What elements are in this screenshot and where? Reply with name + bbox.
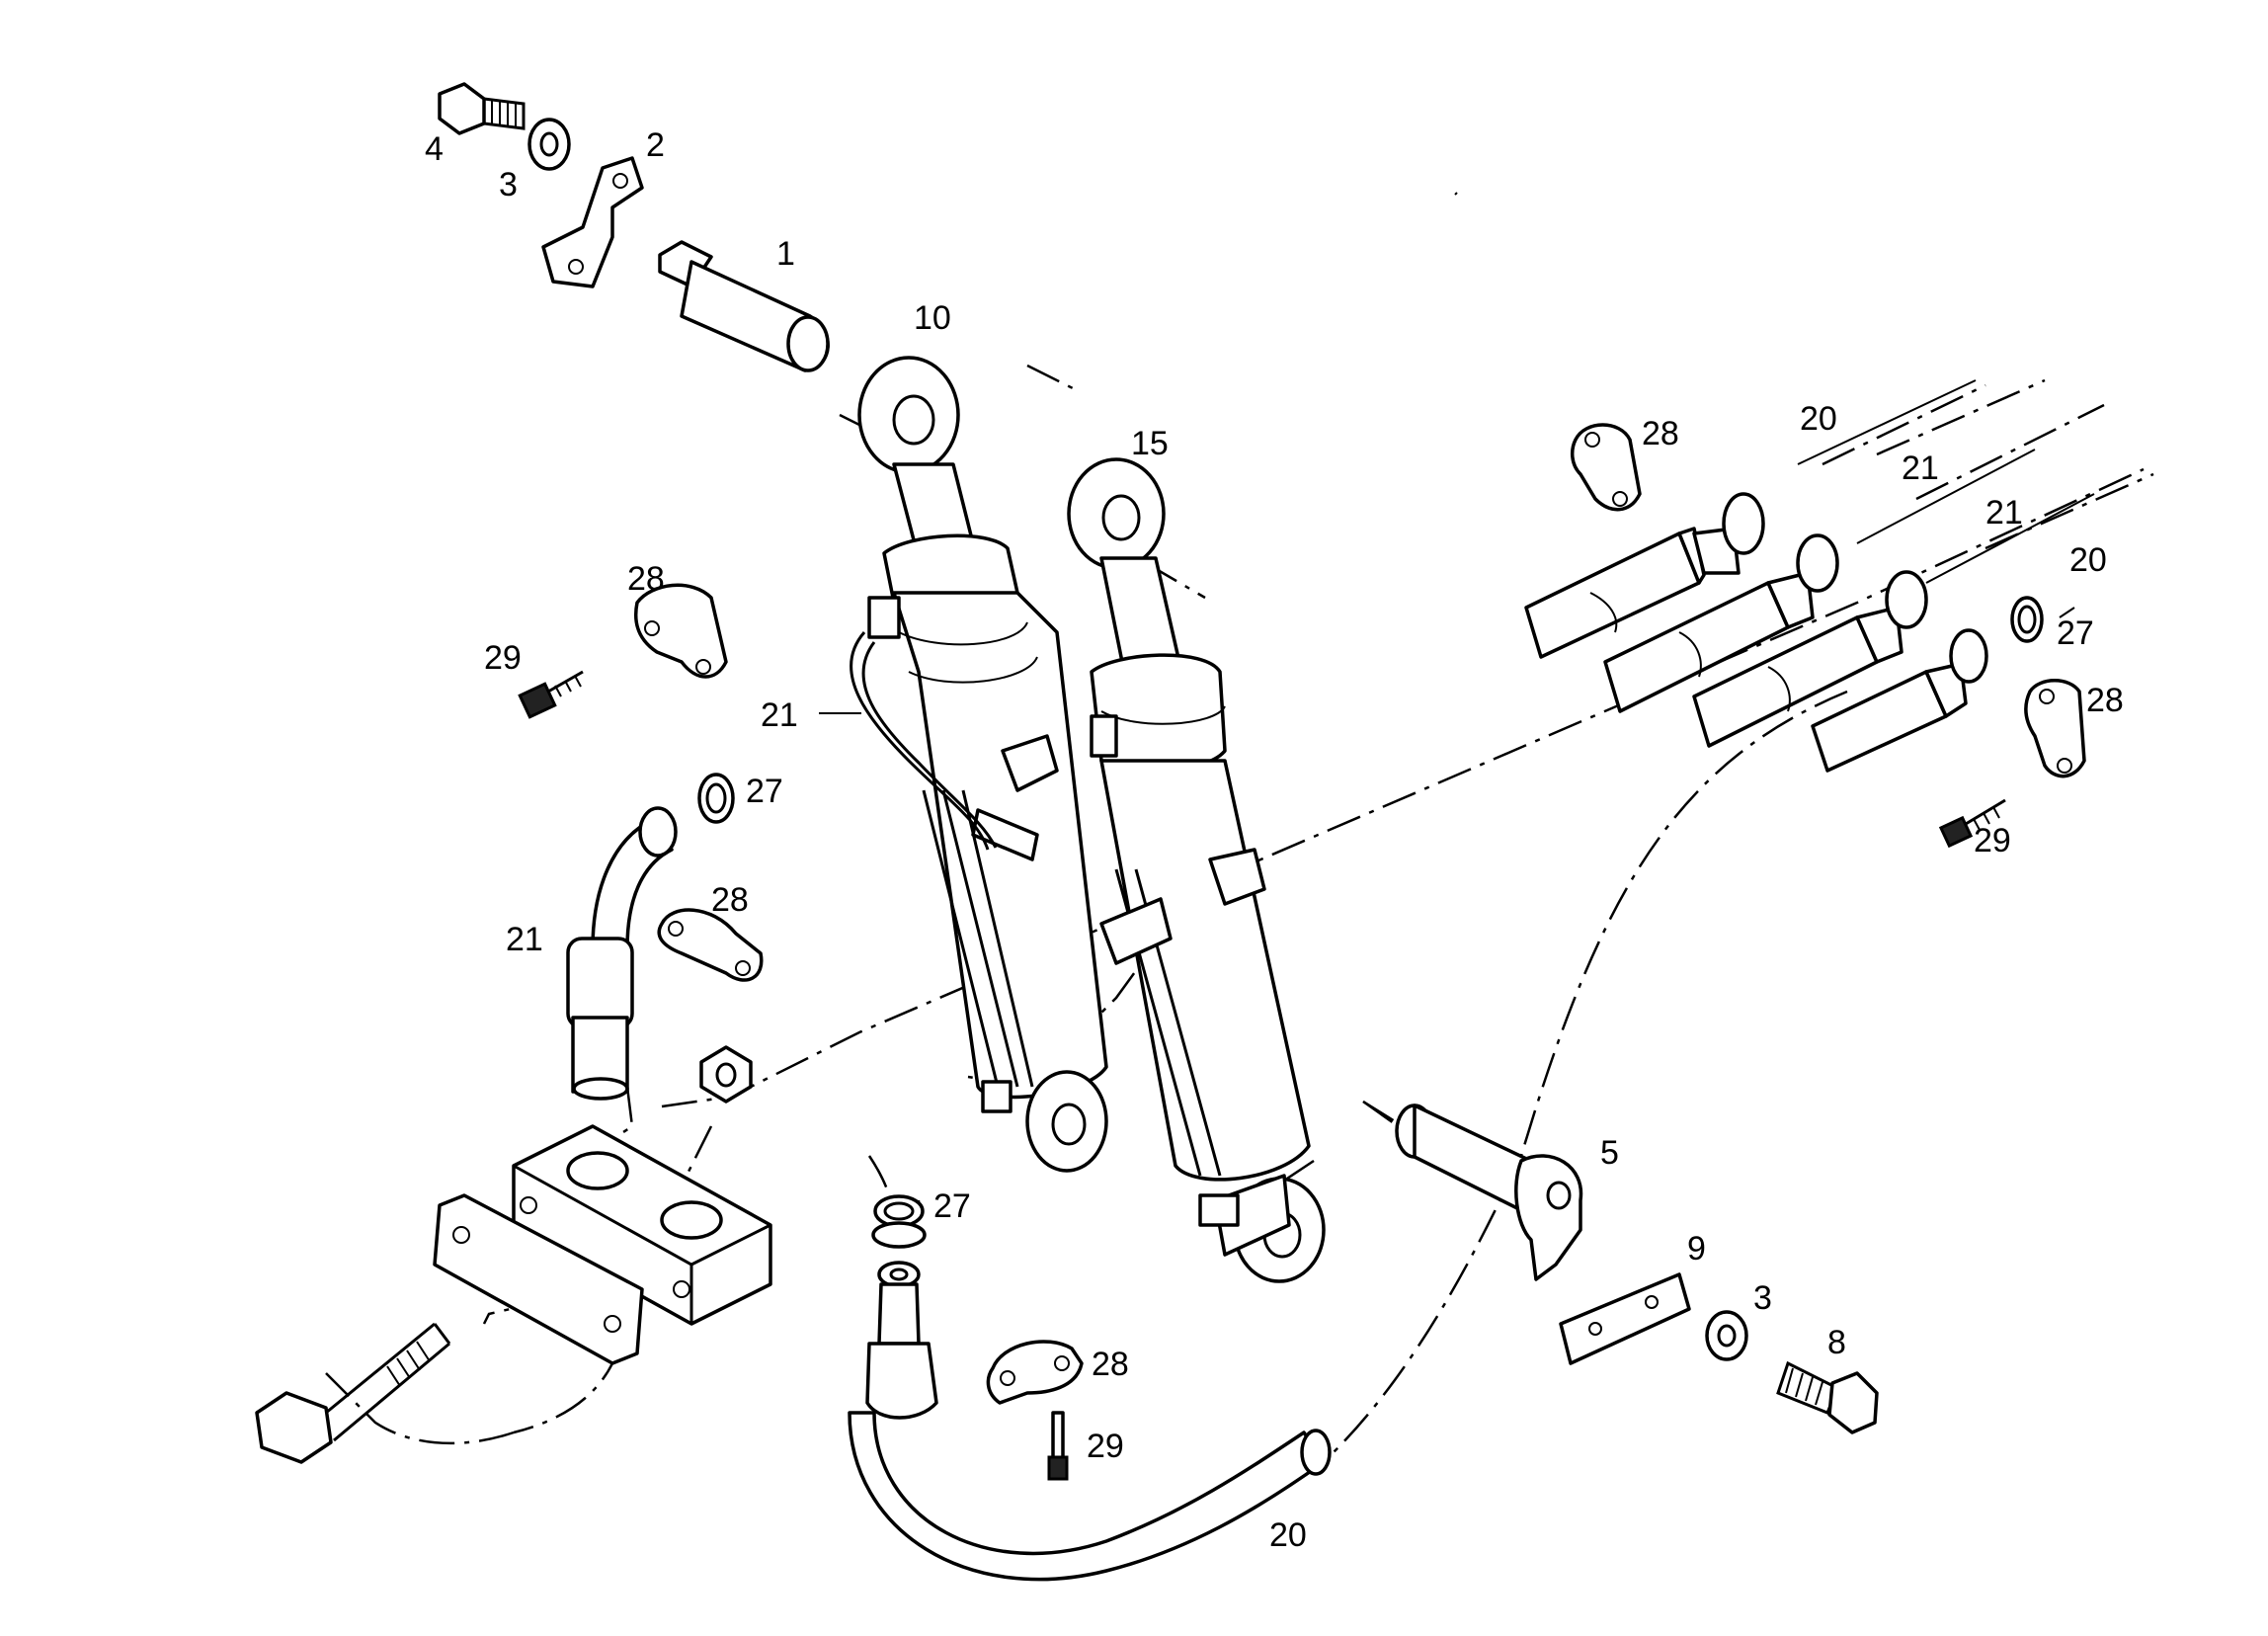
half-clamp-28-right-lower	[2024, 679, 2086, 778]
washer-3-bottom	[1705, 1310, 1748, 1361]
screw-29-right	[1938, 798, 2006, 849]
callout-28-right-top: 28	[1642, 415, 1679, 452]
seal-ring-27-right	[2010, 596, 2044, 643]
clamp-bar	[433, 1193, 644, 1365]
half-clamp-28-bottom	[986, 1340, 1084, 1405]
callout-10: 10	[914, 299, 951, 337]
callout-27-left: 27	[746, 773, 783, 810]
leader-lines	[1454, 192, 1458, 196]
half-clamp-28-left-mid	[657, 908, 764, 982]
screw-29-left-upper	[518, 670, 584, 719]
callout-29-left-upper: 29	[484, 639, 522, 677]
pin-5	[1395, 1104, 1583, 1281]
half-clamp-28-right-top	[1570, 423, 1642, 512]
bolt-8	[1776, 1360, 1879, 1434]
callout-1: 1	[776, 235, 795, 273]
bolt-4	[438, 82, 526, 135]
hydraulic-cylinder-15	[1067, 457, 1326, 1283]
callout-28-left-mid: 28	[711, 881, 749, 919]
plate-9	[1559, 1272, 1691, 1365]
part-callouts: 4 3 2 1 10 15 28 20 21 21 20 27 28 29 28…	[425, 126, 2124, 1554]
callout-15: 15	[1131, 425, 1169, 462]
callout-28-left-upper: 28	[627, 560, 665, 598]
hose-20-right-upper	[1524, 492, 1765, 659]
callout-29-right: 29	[1974, 822, 2011, 859]
washer-3-top	[527, 118, 571, 171]
callout-21-right-a: 21	[1902, 450, 1939, 487]
callout-27-right: 27	[2057, 614, 2094, 652]
long-bolt	[255, 1322, 451, 1464]
callout-20-right-upper: 20	[1800, 400, 1837, 438]
hose-21-cylinder	[819, 631, 998, 851]
hex-nut	[699, 1045, 753, 1104]
callout-21-right-b: 21	[1985, 494, 2023, 532]
pin-1	[658, 240, 830, 372]
clamp-plate-2	[541, 156, 644, 288]
half-clamp-28-left-upper	[634, 583, 728, 679]
hydraulic-cylinder-10	[857, 356, 1108, 1173]
callout-21-cylinder: 21	[761, 696, 798, 734]
callout-8: 8	[1827, 1324, 1846, 1361]
hose-20-bottom	[848, 1194, 1332, 1582]
hose-20-right-lower	[1811, 628, 1988, 773]
seal-ring-27-bottom	[871, 1221, 927, 1249]
callout-4: 4	[425, 130, 444, 168]
callout-5: 5	[1600, 1134, 1619, 1172]
hose-21-elbow-left	[566, 806, 678, 1101]
seal-ring-27-left	[697, 773, 735, 824]
callout-20-right-lower: 20	[2069, 541, 2107, 579]
callout-28-right-lower: 28	[2086, 682, 2124, 719]
callout-2: 2	[646, 126, 665, 164]
callout-28-bottom: 28	[1092, 1346, 1129, 1383]
hose-21-right-b	[1692, 570, 1928, 748]
callout-3-top: 3	[499, 166, 518, 204]
callout-20-bottom: 20	[1269, 1516, 1307, 1554]
hose-21-right-a	[1603, 533, 1839, 713]
screw-29-bottom	[1047, 1411, 1069, 1481]
callout-27-bottom: 27	[933, 1187, 971, 1225]
callout-3-bottom: 3	[1753, 1279, 1772, 1317]
callout-29-bottom: 29	[1087, 1428, 1124, 1465]
callout-9: 9	[1687, 1230, 1706, 1268]
callout-21-left-elbow: 21	[506, 921, 543, 958]
